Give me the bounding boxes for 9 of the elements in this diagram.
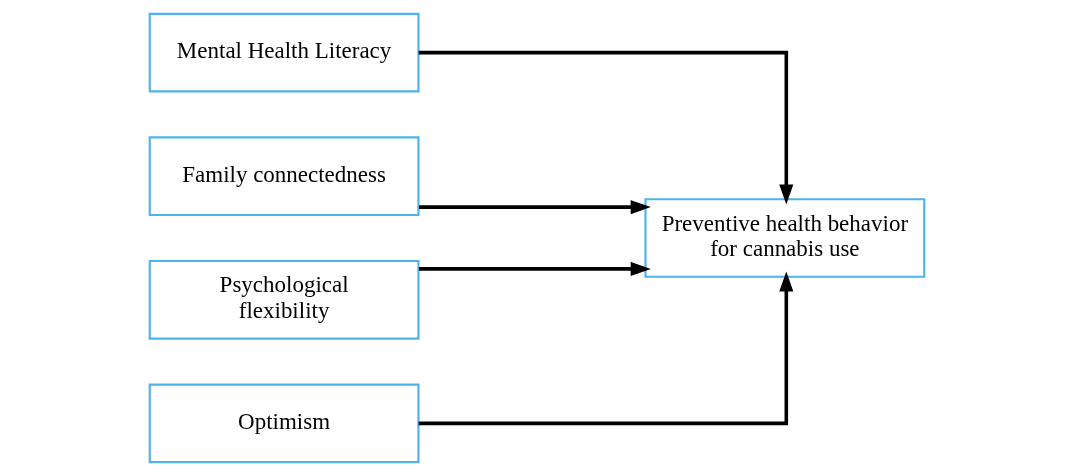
arrow: [418, 200, 651, 215]
node-box: Optimism: [148, 383, 420, 464]
arrow: [418, 271, 794, 426]
node-box: Psychological flexibility: [148, 259, 420, 340]
node-box: Mental Health Literacy: [148, 12, 420, 93]
node-box: Family connectedness: [148, 136, 420, 217]
node-box: Preventive health behavior for cannabis use: [644, 198, 926, 278]
arrow: [418, 261, 651, 276]
arrow: [418, 50, 794, 205]
